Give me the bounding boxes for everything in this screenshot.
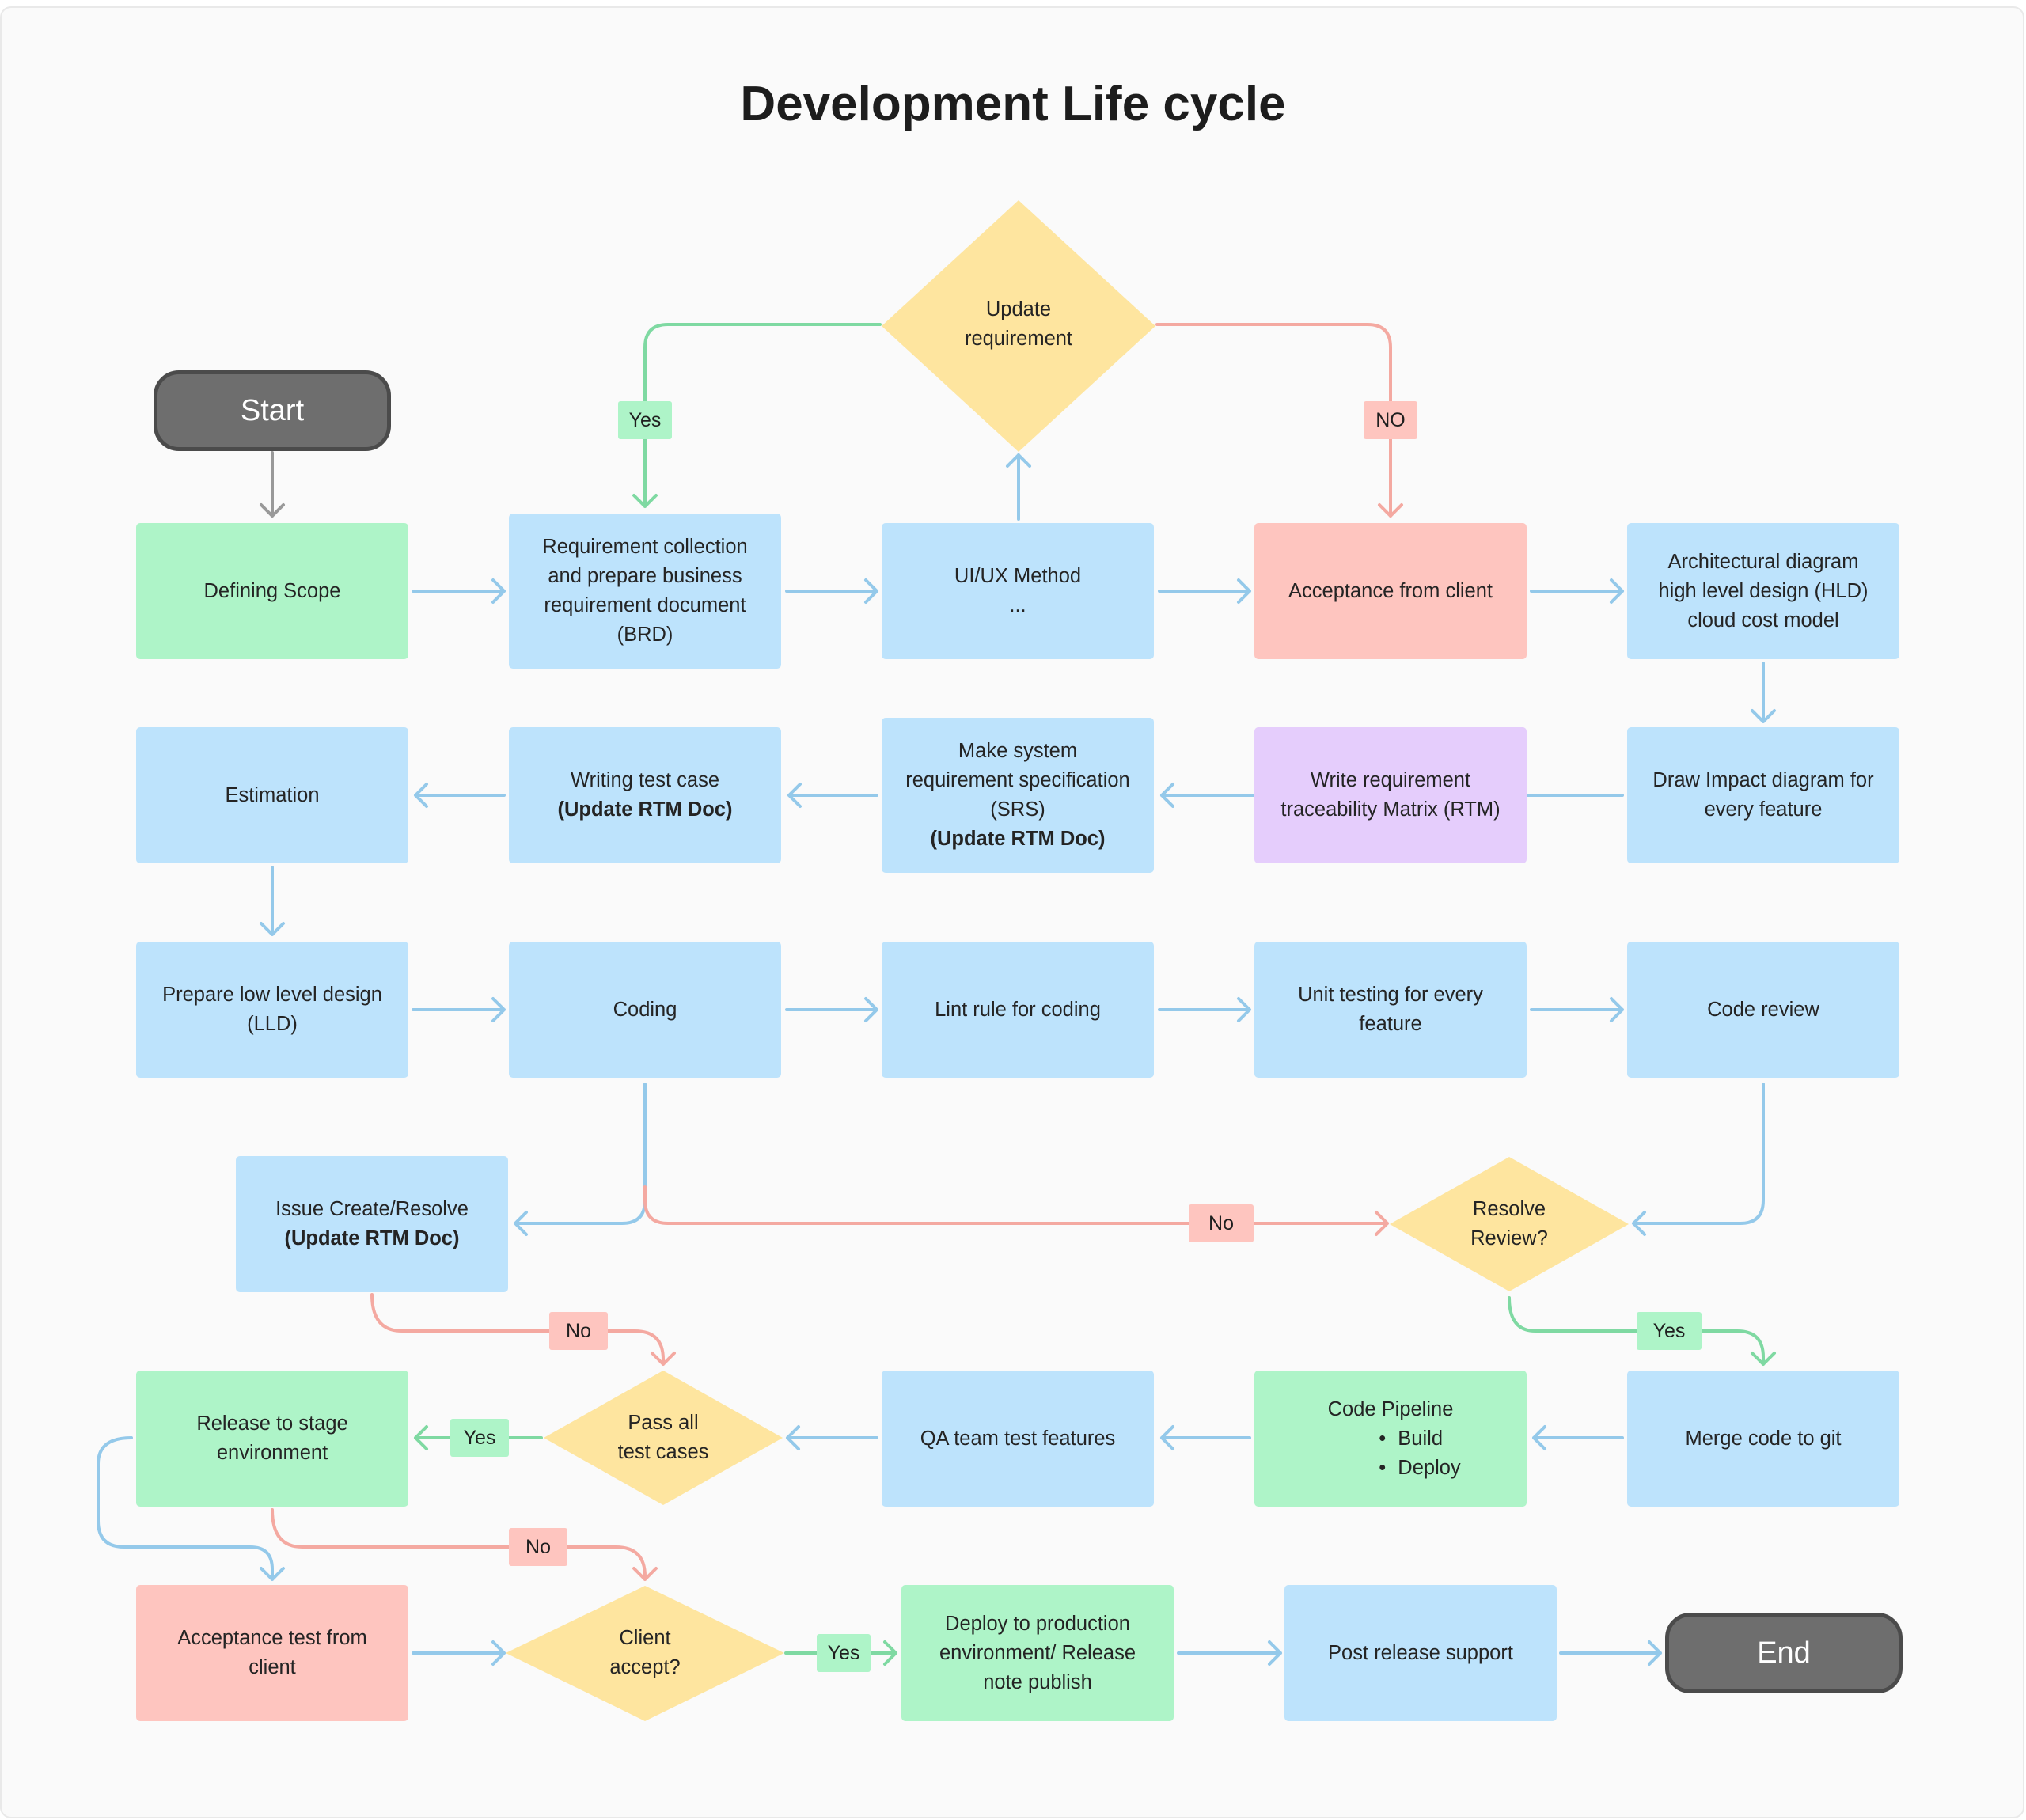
label-pass-yes: Yes — [450, 1419, 509, 1457]
arrow-stage-to-acceptance-test — [97, 1436, 285, 1581]
pipeline-steps: Build Deploy — [1374, 1424, 1460, 1483]
start-terminal: Start — [154, 370, 391, 451]
node-uiux: UI/UX Method... — [882, 523, 1154, 659]
arrow-brd-to-uiux — [785, 578, 878, 604]
resolve-review-text: Resolve Review? — [1470, 1198, 1548, 1249]
arrow-issue-no-to-pass — [370, 1293, 676, 1366]
node-estimation: Estimation — [136, 727, 408, 863]
label-client-yes: Yes — [817, 1634, 871, 1672]
arrow-start-to-scope — [260, 451, 285, 518]
label-update-no: NO — [1364, 401, 1417, 439]
arrow-unit-to-review — [1530, 997, 1624, 1022]
decision-update-requirement — [882, 200, 1155, 452]
node-qa: QA team test features — [882, 1371, 1154, 1507]
pipeline-step: Build — [1374, 1424, 1460, 1454]
label-issue-no: No — [549, 1312, 608, 1350]
arrow-architecture-to-impact — [1751, 662, 1776, 723]
arrow-qa-to-pass — [786, 1425, 878, 1450]
arrow-merge-to-pipeline — [1532, 1425, 1624, 1450]
end-terminal: End — [1665, 1613, 1903, 1693]
decision-client-accept — [506, 1586, 784, 1721]
arrow-acceptance-to-architecture — [1530, 578, 1624, 604]
arrow-uiux-to-acceptance — [1158, 578, 1251, 604]
pipeline-step: Deploy — [1374, 1454, 1460, 1483]
arrow-srs-to-testcase — [787, 783, 878, 808]
decision-pass-all-tests — [544, 1371, 783, 1505]
arrow-update-yes — [632, 323, 882, 508]
page-title: Development Life cycle — [740, 77, 1286, 131]
pipeline-title: Code Pipeline — [1327, 1397, 1454, 1420]
arrow-pipeline-to-qa — [1160, 1425, 1251, 1450]
pass-all-text: Pass all test cases — [617, 1412, 709, 1463]
arrow-estimation-to-lld — [260, 866, 285, 936]
label-review-yes: Yes — [1637, 1312, 1702, 1350]
arrow-issue-no-to-resolve — [643, 1185, 1389, 1236]
arrow-coding-to-issue — [514, 1083, 647, 1236]
node-lld: Prepare low level design(LLD) — [136, 942, 408, 1078]
node-code-review: Code review — [1627, 942, 1899, 1078]
node-writing-test-case: Writing test case(Update RTM Doc) — [509, 727, 781, 863]
node-code-pipeline: Code Pipeline Build Deploy — [1254, 1371, 1527, 1507]
arrow-stage-no-to-client — [271, 1508, 658, 1581]
arrow-deploy-to-post — [1177, 1640, 1282, 1666]
arrow-post-to-end — [1559, 1640, 1662, 1666]
arrow-review-to-resolve — [1632, 1083, 1765, 1236]
node-coding: Coding — [509, 942, 781, 1078]
arrow-lld-to-coding — [412, 997, 506, 1022]
arrow-acceptance-test-to-client — [412, 1640, 506, 1666]
arrow-scope-to-brd — [412, 578, 506, 604]
node-acceptance-from-client: Acceptance from client — [1254, 523, 1527, 659]
node-defining-scope: Defining Scope — [136, 523, 408, 659]
arrow-coding-to-lint — [785, 997, 878, 1022]
node-merge: Merge code to git — [1627, 1371, 1899, 1507]
decision-resolve-review — [1390, 1157, 1629, 1291]
node-post-release: Post release support — [1284, 1585, 1557, 1721]
end-label: End — [1757, 1636, 1811, 1670]
label-review-no: No — [1189, 1204, 1254, 1242]
node-issue: Issue Create/Resolve(Update RTM Doc) — [236, 1156, 508, 1292]
arrow-lint-to-unit — [1158, 997, 1251, 1022]
start-label: Start — [240, 393, 305, 427]
label-stage-no: No — [509, 1528, 567, 1566]
label-update-yes: Yes — [618, 401, 672, 439]
arrow-uiux-to-update — [1006, 453, 1031, 521]
arrow-testcase-to-estimation — [414, 783, 506, 808]
update-requirement-text: Update requirement — [964, 298, 1073, 350]
node-lint: Lint rule for coding — [882, 942, 1154, 1078]
arrow-update-no — [1155, 323, 1403, 518]
arrow-resolve-yes-to-merge — [1508, 1296, 1776, 1366]
client-accept-text: Client accept? — [609, 1627, 681, 1678]
